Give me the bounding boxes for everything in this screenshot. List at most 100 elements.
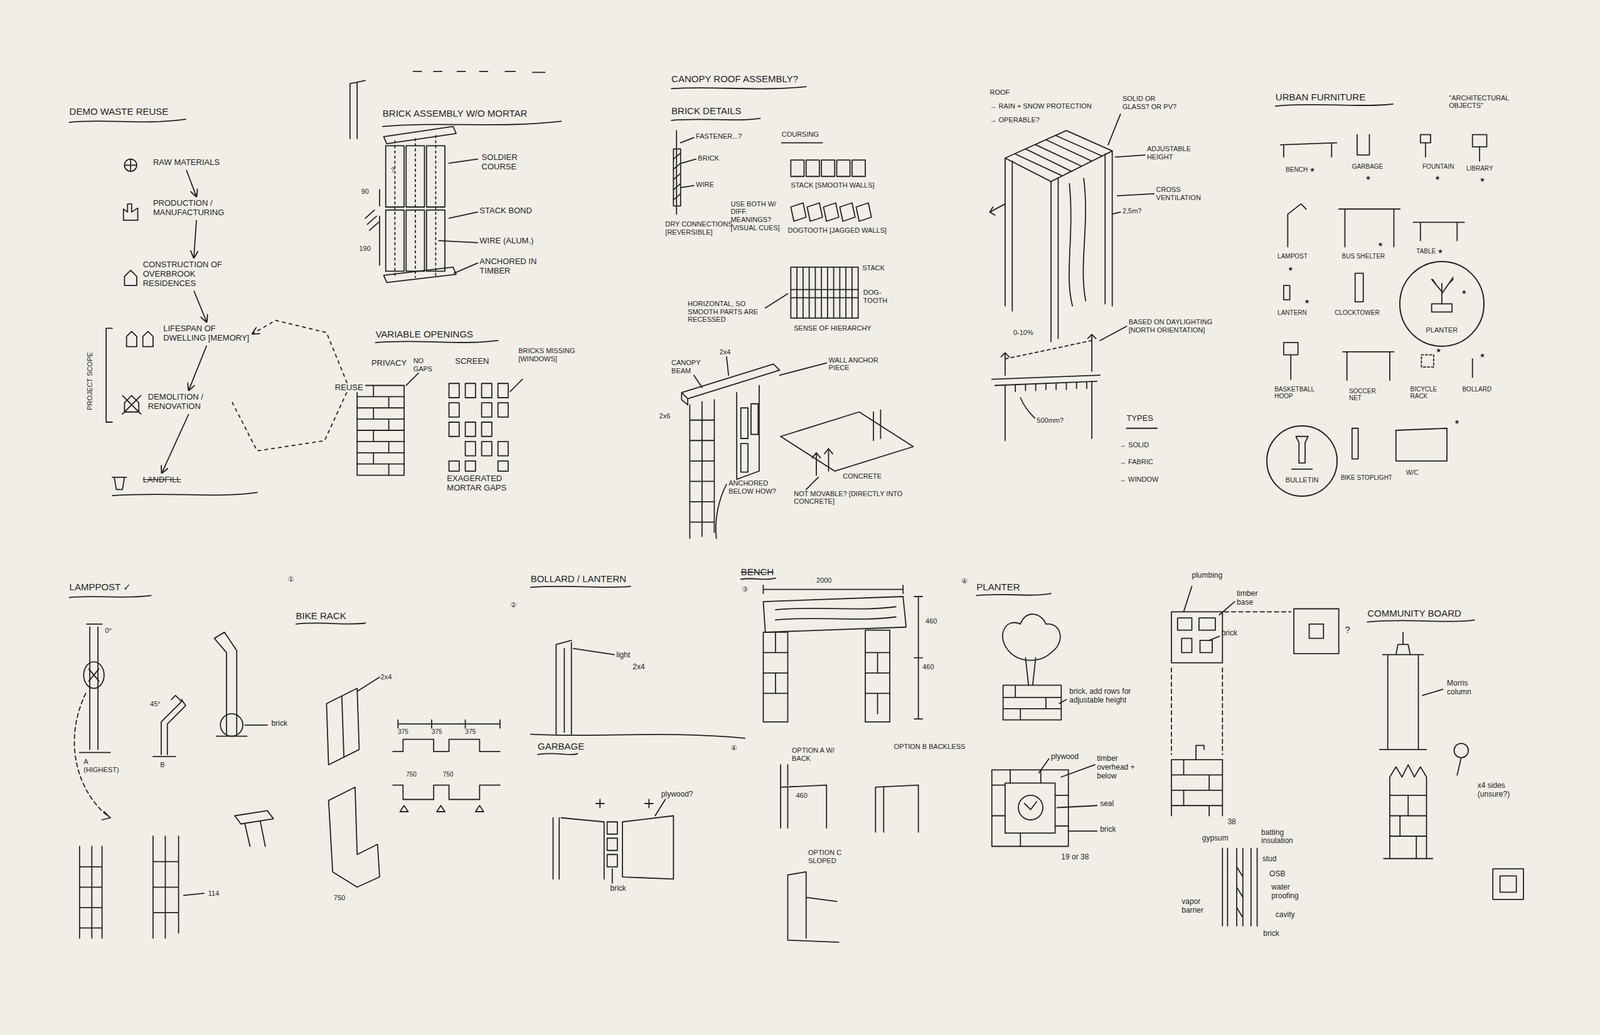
- brick-assembly-sketch-part: [449, 402, 460, 418]
- flow-arrow: [186, 170, 197, 197]
- brick-assembly-sketch-part: [481, 402, 492, 418]
- annotation-label: EXAGERATED MORTAR GAPS: [446, 474, 514, 494]
- planter-sketch-part: [1039, 758, 1098, 831]
- lamppost-sketch: [69, 595, 274, 939]
- annotation-label: 750: [333, 894, 346, 903]
- roof-sketch-part: [1099, 326, 1127, 341]
- canopy-brick-details-sketch-part: [806, 160, 820, 177]
- bollard-garbage-sketch-part: [555, 640, 571, 735]
- planter-sketch-part: [1024, 801, 1038, 811]
- annotation-label: COURSING: [781, 130, 819, 139]
- bench-sketch-part: [914, 596, 923, 720]
- annotation-label: TABLE ★: [1416, 247, 1444, 256]
- node-text: BULLETIN: [1285, 476, 1319, 485]
- annotation-label: W/C: [1406, 469, 1419, 477]
- bench-sketch-part: [780, 764, 827, 829]
- roof-sketch-part: [1069, 178, 1086, 306]
- annotation-label: Morris column: [1446, 679, 1490, 698]
- brick-assembly-sketch-part: [357, 385, 405, 475]
- node-text: LIFESPAN OF DWELLING [MEMORY]: [163, 324, 250, 344]
- lamppost-sketch-part: [220, 714, 243, 737]
- brick-assembly-sketch-part: [481, 441, 492, 457]
- annotation-label: light: [616, 651, 630, 661]
- annotation-label: 45°: [149, 700, 161, 709]
- canopy-brick-details-sketch-part: [673, 148, 681, 206]
- canopy-brick-details-sketch-part: [821, 160, 835, 177]
- urban-furniture-icons-part: [1342, 352, 1394, 381]
- community-board-sketch-part: [1492, 869, 1524, 900]
- annotation-label: 2x4: [719, 348, 731, 357]
- roof-sketch: [989, 114, 1158, 441]
- brick-assembly-sketch-part: [375, 340, 498, 343]
- bench-sketch-part: [762, 632, 890, 715]
- annotation-label: ?: [390, 166, 395, 175]
- annotation-label: → RAIN + SNOW PROTECTION: [989, 102, 1092, 111]
- brick-assembly-sketch-part: [465, 461, 476, 472]
- annotation-label: BRICK: [697, 154, 720, 163]
- annotation-label: BRICK ASSEMBLY W/O MORTAR: [382, 107, 528, 119]
- urban-furniture-icons-part: [1396, 428, 1447, 462]
- demo-waste-sketch-part: [106, 328, 113, 423]
- annotation-label: 460: [795, 791, 807, 800]
- annotation-label: LAMPPOST ✓: [69, 581, 132, 593]
- annotation-label: brick: [1263, 929, 1279, 939]
- canopy-brick-details-sketch-part: [790, 267, 858, 319]
- bench-sketch-part: [787, 872, 839, 943]
- annotation-label: SENSE OF HIERARCHY: [793, 324, 871, 333]
- community-board-sketch-part: [1422, 689, 1444, 696]
- roof-sketch-part: [1005, 381, 1092, 441]
- demo-waste-sketch-part: [124, 159, 137, 172]
- annotation-label: STACK BOND: [479, 206, 533, 216]
- urban-furniture-icons-part: [1421, 355, 1434, 368]
- node-text: PRODUCTION / MANUFACTURING: [153, 198, 240, 218]
- demo-waste-sketch-part: [124, 270, 137, 286]
- annotation-label: 375: [397, 728, 409, 736]
- community-board-sketch-part: [1367, 619, 1475, 622]
- annotation-label: TYPES: [1126, 414, 1154, 424]
- planter-sketch-part: [1293, 608, 1339, 654]
- planter-sketch-part: [1059, 699, 1067, 704]
- annotation-label: FOUNTAIN: [1422, 163, 1454, 171]
- annotation-label: DOG-TOOTH: [863, 288, 896, 305]
- annotation-label: plywood: [1050, 752, 1079, 762]
- annotation-label: BICYCLE RACK: [1410, 385, 1454, 401]
- annotation-label: DOGTOOTH [JAGGED WALLS]: [787, 226, 887, 235]
- urban-furniture-icons-part: [1431, 277, 1454, 304]
- annotation-label: brick, add rows for adjustable height: [1069, 687, 1143, 706]
- flow-step: RAW MATERIALS: [153, 158, 220, 168]
- canopy-brick-details-sketch-part: [790, 160, 804, 177]
- community-board-sketch: [1367, 619, 1524, 900]
- annotation-label: BIKE RACK: [296, 610, 347, 622]
- brick-assembly-sketch-part: [449, 461, 460, 472]
- annotation-label: WIRE (ALUM.): [479, 236, 534, 246]
- urban-furniture-icons-part: [1357, 134, 1370, 156]
- urban-furniture-icons-part: [1431, 303, 1453, 312]
- lamppost-sketch-part: [234, 810, 274, 847]
- annotation-label: ④: [730, 744, 737, 753]
- annotation-label: DEMO WASTE REUSE: [69, 106, 169, 117]
- flow-arrow: [232, 320, 349, 452]
- annotation-label: ★: [1434, 174, 1441, 182]
- annotation-label: plumbing: [1191, 571, 1223, 581]
- annotation-label: ②: [510, 601, 517, 610]
- annotation-label: ★: [1303, 298, 1310, 306]
- annotation-label: "ARCHITECTURAL OBJECTS": [1448, 94, 1531, 110]
- annotation-label: 500mm?: [1036, 416, 1064, 425]
- annotation-label: brick: [1221, 629, 1238, 639]
- community-board-sketch-part: [1456, 757, 1462, 776]
- annotation-label: SCREEN: [454, 357, 489, 367]
- brick-assembly-sketch-part: [378, 189, 381, 265]
- annotation-label: PLANTER: [976, 581, 1020, 593]
- annotation-label: OPTION B BACKLESS: [894, 742, 966, 752]
- planter-sketch-part: [1171, 759, 1223, 816]
- planter-sketch-part: [1018, 795, 1043, 821]
- annotation-label: BRICK DETAILS: [671, 105, 742, 117]
- bike-rack-sketch-part: [357, 677, 380, 692]
- planter-sketch-part: [1002, 614, 1061, 686]
- annotation-label: batting insulation: [1261, 828, 1311, 847]
- annotation-label: BOLLARD: [1461, 385, 1492, 394]
- community-board-sketch-part: [1453, 743, 1469, 758]
- annotation-label: BENCH: [741, 566, 775, 578]
- canopy-brick-details-sketch-part: [779, 363, 827, 376]
- annotation-label: VARIABLE OPENINGS: [375, 328, 474, 340]
